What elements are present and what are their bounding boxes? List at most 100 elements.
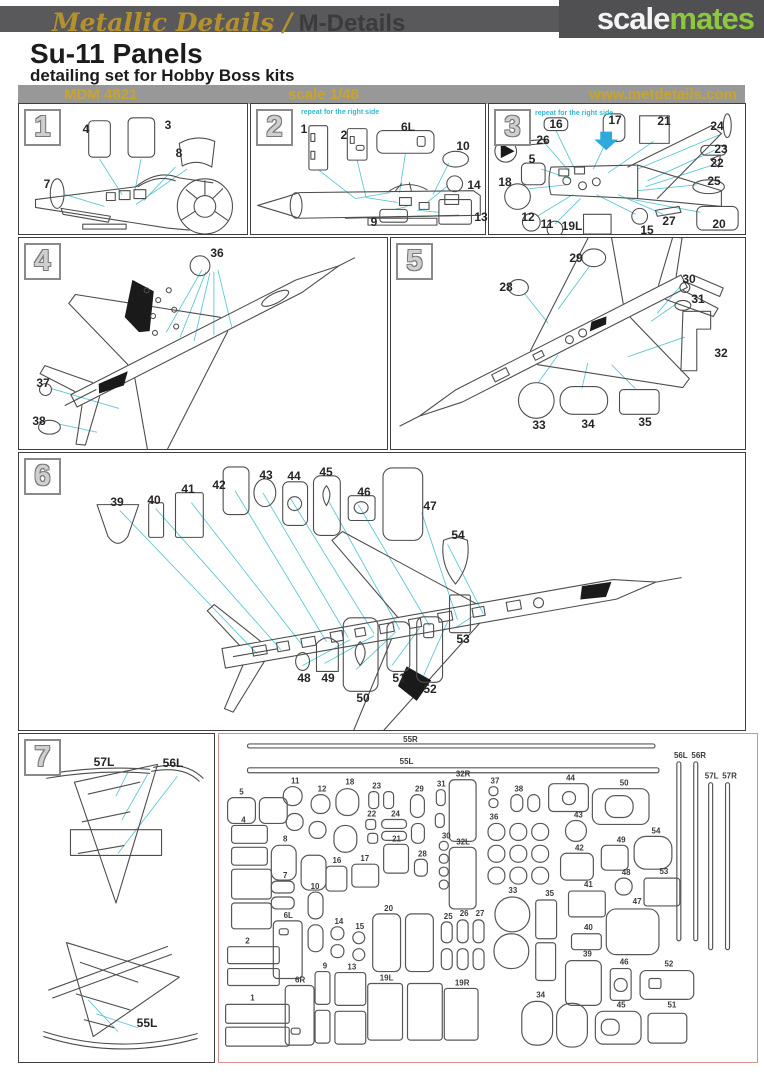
fret-part-shape-19L [367, 982, 404, 1041]
aircraft-line-art [548, 125, 722, 234]
part-callout-20: 20 [712, 217, 726, 231]
fret-part-label-8: 8 [283, 834, 288, 843]
part-callout-4: 4 [82, 122, 90, 136]
part-callout-30: 30 [682, 272, 696, 286]
fret-part-shape-35 [535, 899, 558, 940]
part-callout-3: 3 [164, 118, 172, 132]
fret-part-label-2: 2 [245, 937, 250, 946]
fret-part-shape-36 [487, 866, 506, 885]
aircraft-line-art [206, 530, 682, 730]
fret-part-label-5: 5 [239, 788, 244, 797]
fret-part-label-55R: 55R [403, 735, 418, 744]
fret-part-shape-6R [290, 1027, 301, 1035]
fret-part-label-57L: 57L [705, 772, 719, 781]
fret-part-shape-23 [368, 791, 380, 810]
step-number: 7 [34, 741, 51, 773]
fret-part-shape-27 [472, 919, 485, 944]
fret-part-label-19L: 19L [380, 973, 394, 982]
part-outlines [308, 125, 472, 225]
part-callout-1: 1 [300, 122, 308, 136]
brand-script-text: Metallic Details / [52, 8, 292, 37]
fret-part-label-38: 38 [514, 785, 523, 794]
fret-part-label-18: 18 [345, 778, 354, 787]
fret-part-label-32L: 32L [456, 837, 470, 846]
fret-part-shape-45 [600, 1018, 620, 1036]
step-panel-4: 4 [18, 237, 388, 450]
fret-part-label-15: 15 [355, 922, 364, 931]
fret-part-shape-22 [365, 818, 377, 831]
fret-part-label-45: 45 [617, 1000, 626, 1009]
step-number: 5 [406, 245, 423, 277]
fret-part-shape-30 [438, 866, 449, 877]
step-number-badge: 4 [24, 243, 61, 280]
fret-part-label-52: 52 [664, 960, 673, 969]
fret-part-shape-34 [521, 1000, 554, 1046]
fret-part-shape-56R [693, 761, 699, 942]
fret-part-label-36: 36 [490, 812, 499, 821]
part-callout-11: 11 [540, 217, 554, 231]
fret-part-shape-54 [633, 835, 673, 870]
fret-part-label-21: 21 [392, 834, 401, 843]
fret-part-shape-1 [225, 1026, 290, 1047]
part-callout-23: 23 [714, 142, 728, 156]
fret-part-shape-5 [226, 797, 257, 825]
fret-part-shape-52 [639, 969, 695, 1000]
fret-part-label-37: 37 [491, 777, 500, 786]
fret-part-label-31: 31 [437, 780, 446, 789]
fret-part-shape-18 [333, 824, 358, 853]
part-callout-24: 24 [710, 119, 724, 133]
fret-part-shape-9 [314, 1009, 331, 1044]
part-callout-18: 18 [498, 175, 512, 189]
page-subtitle: detailing set for Hobby Boss kits [30, 66, 295, 85]
fret-part-shape-23 [383, 791, 395, 810]
callout-lines [64, 158, 188, 207]
fret-part-label-54: 54 [652, 826, 661, 835]
fret-part-shape-24 [381, 830, 408, 841]
fret-part-label-46: 46 [620, 958, 629, 967]
fret-part-label-40: 40 [584, 923, 593, 932]
step-number: 2 [266, 111, 283, 143]
part-callout-52: 52 [423, 682, 437, 696]
fret-part-label-34: 34 [536, 990, 545, 999]
fret-part-shape-31 [434, 812, 445, 829]
fret-part-shape-6L [272, 920, 303, 980]
brand-logo: Metallic Details / M-Details [52, 8, 405, 38]
scalemates-scale-text: scale [596, 1, 671, 36]
fret-part-label-50: 50 [620, 779, 629, 788]
part-outlines [508, 248, 712, 419]
page-title: Su-11 Panels [30, 38, 203, 69]
fret-part-label-7: 7 [283, 871, 288, 880]
callout-lines [87, 772, 178, 1032]
part-callout-54: 54 [451, 528, 465, 542]
fret-part-label-22: 22 [367, 809, 376, 818]
part-callout-57L: 57L [93, 755, 115, 769]
fret-part-label-10: 10 [311, 882, 320, 891]
part-callout-28: 28 [499, 280, 513, 294]
fret-part-label-39: 39 [583, 950, 592, 959]
fret-part-label-13: 13 [347, 963, 356, 972]
part-callout-19L: 19L [561, 219, 583, 233]
fret-part-shape-36 [509, 822, 528, 841]
fret-part-shape-12 [308, 820, 327, 839]
part-callout-22: 22 [710, 156, 724, 170]
fret-part-label-19R: 19R [455, 978, 470, 987]
aircraft-line-art [257, 182, 481, 226]
fret-part-shape-50 [591, 788, 650, 826]
fret-part-label-44: 44 [566, 774, 575, 783]
callout-lines [51, 269, 233, 433]
part-callout-45: 45 [319, 465, 333, 479]
fret-part-label-16: 16 [332, 856, 341, 865]
part-outlines [504, 113, 739, 234]
fret-part-shape-33 [493, 933, 530, 970]
fret-part-label-27: 27 [476, 909, 485, 918]
aircraft-line-art [39, 257, 356, 449]
fret-part-label-17: 17 [360, 854, 369, 863]
part-callout-8: 8 [175, 146, 183, 160]
part-outlines [49, 117, 216, 209]
step-number: 3 [504, 111, 521, 143]
fret-part-label-55L: 55L [400, 757, 414, 766]
part-callout-21: 21 [657, 114, 671, 128]
kit-code: MDM 4821 [64, 86, 138, 103]
